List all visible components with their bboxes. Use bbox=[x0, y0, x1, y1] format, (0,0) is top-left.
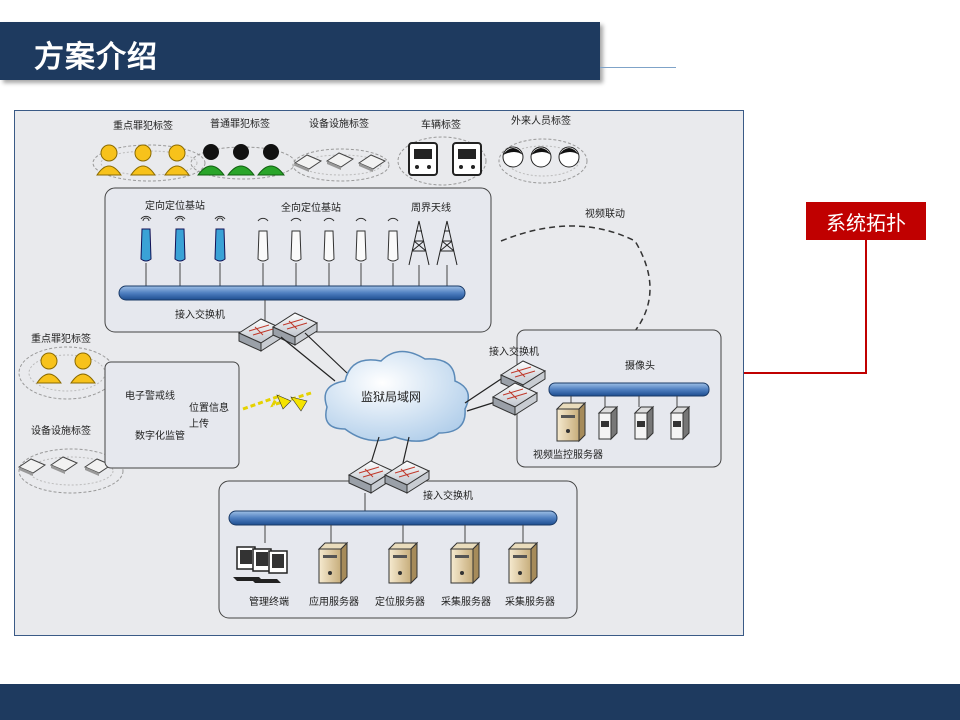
visitor-face-icon bbox=[558, 146, 580, 168]
video-server-icon bbox=[555, 401, 587, 443]
directional-station-icon bbox=[174, 215, 186, 262]
management-terminal-icon bbox=[233, 546, 288, 583]
device-tag-icon bbox=[325, 152, 355, 170]
perimeter-antenna-icon bbox=[408, 220, 430, 266]
label-video-switch: 接入交换机 bbox=[489, 345, 539, 358]
tag-group-visitor: 外来人员标签 bbox=[498, 114, 588, 184]
video-bus-pipe bbox=[548, 382, 710, 397]
tag-group-equipment: 设备设施标签 bbox=[292, 117, 390, 182]
wireless-link-icon bbox=[242, 391, 312, 412]
tag-label-equipment: 设备设施标签 bbox=[309, 117, 369, 130]
callout-connector-vertical bbox=[865, 240, 867, 374]
tag-label-key-criminal: 重点罪犯标签 bbox=[113, 119, 173, 132]
device-tag-icon bbox=[49, 456, 79, 474]
label-position-upload: 上传 bbox=[189, 418, 209, 430]
label-app-server: 应用服务器 bbox=[309, 595, 359, 608]
app-server-icon bbox=[317, 541, 349, 585]
label-camera: 摄像头 bbox=[625, 359, 655, 372]
management-bus-pipe bbox=[228, 510, 558, 526]
person-yellow-icon bbox=[36, 352, 62, 384]
label-video-linkage: 视频联动 bbox=[585, 207, 625, 220]
lan-cloud-icon bbox=[324, 350, 470, 442]
tag-label-equipment-left: 设备设施标签 bbox=[31, 424, 91, 437]
tag-label-key-criminal-left: 重点罪犯标签 bbox=[31, 332, 91, 345]
label-collect-server-1: 采集服务器 bbox=[441, 595, 491, 608]
topology-diagram: 重点罪犯标签 普通罪犯标签 设备设施标签 bbox=[14, 110, 744, 636]
omni-station-icon bbox=[323, 217, 335, 262]
label-mgmt-switch: 接入交换机 bbox=[423, 489, 473, 502]
label-video-server: 视频监控服务器 bbox=[533, 448, 603, 461]
device-tag-icon bbox=[293, 154, 323, 172]
person-green-icon bbox=[197, 144, 225, 176]
collect-server-icon bbox=[507, 541, 539, 585]
directional-station-icon bbox=[140, 215, 152, 262]
footer-bar bbox=[0, 684, 960, 720]
tag-group-key-criminal-left: 重点罪犯标签 bbox=[18, 332, 116, 400]
video-panel bbox=[516, 329, 722, 468]
bus-icon bbox=[408, 142, 438, 176]
switch-icon bbox=[491, 382, 539, 416]
label-collect-server-2: 采集服务器 bbox=[505, 595, 555, 608]
device-tag-icon bbox=[357, 154, 387, 172]
person-green-icon bbox=[227, 144, 255, 176]
omni-station-icon bbox=[387, 217, 399, 262]
omni-station-icon bbox=[290, 217, 302, 262]
title-underline bbox=[600, 67, 676, 68]
page-title: 方案介绍 bbox=[34, 40, 158, 75]
label-perimeter-antenna: 周界天线 bbox=[411, 201, 451, 214]
label-fence-line: 电子警戒线 bbox=[125, 389, 175, 402]
location-server-icon bbox=[387, 541, 419, 585]
label-position-info: 位置信息 bbox=[189, 401, 229, 414]
tag-label-normal-criminal: 普通罪犯标签 bbox=[210, 117, 270, 130]
tag-group-vehicle: 车辆标签 bbox=[397, 118, 487, 186]
camera-icon bbox=[633, 405, 655, 441]
switch-icon bbox=[237, 318, 285, 352]
label-prison-lan: 监狱局域网 bbox=[361, 390, 421, 404]
fence-panel bbox=[104, 361, 240, 469]
camera-icon bbox=[669, 405, 691, 441]
visitor-face-icon bbox=[502, 146, 524, 168]
label-digital-supervision: 数字化监管 bbox=[135, 429, 185, 442]
callout-connector-horizontal bbox=[744, 372, 867, 374]
label-station-switch: 接入交换机 bbox=[175, 308, 225, 321]
bus-icon bbox=[452, 142, 482, 176]
person-yellow-icon bbox=[96, 144, 122, 176]
tag-group-equipment-left: 设备设施标签 bbox=[17, 424, 124, 494]
switch-icon bbox=[271, 312, 319, 346]
label-directional-station: 定向定位基站 bbox=[145, 199, 205, 212]
network-bus-pipe bbox=[118, 285, 466, 301]
directional-station-icon bbox=[214, 215, 226, 262]
tag-group-key-criminal: 重点罪犯标签 bbox=[92, 119, 206, 182]
camera-icon bbox=[597, 405, 619, 441]
label-mgmt-terminal: 管理终端 bbox=[249, 595, 289, 608]
omni-station-icon bbox=[355, 217, 367, 262]
person-yellow-icon bbox=[70, 352, 96, 384]
video-linkage-arc bbox=[500, 225, 651, 332]
title-bar: 方案介绍 bbox=[0, 22, 600, 80]
perimeter-antenna-icon bbox=[436, 220, 458, 266]
label-omni-station: 全向定位基站 bbox=[281, 201, 341, 214]
person-yellow-icon bbox=[164, 144, 190, 176]
collect-server-icon bbox=[449, 541, 481, 585]
visitor-face-icon bbox=[530, 146, 552, 168]
person-yellow-icon bbox=[130, 144, 156, 176]
device-tag-icon bbox=[17, 458, 47, 476]
tag-group-normal-criminal: 普通罪犯标签 bbox=[190, 117, 296, 180]
label-location-server: 定位服务器 bbox=[375, 595, 425, 608]
system-topology-label: 系统拓扑 bbox=[806, 202, 926, 240]
person-green-icon bbox=[257, 144, 285, 176]
switch-icon bbox=[383, 460, 431, 494]
omni-station-icon bbox=[257, 217, 269, 262]
tag-label-visitor: 外来人员标签 bbox=[511, 114, 571, 127]
tag-label-vehicle: 车辆标签 bbox=[421, 118, 461, 131]
